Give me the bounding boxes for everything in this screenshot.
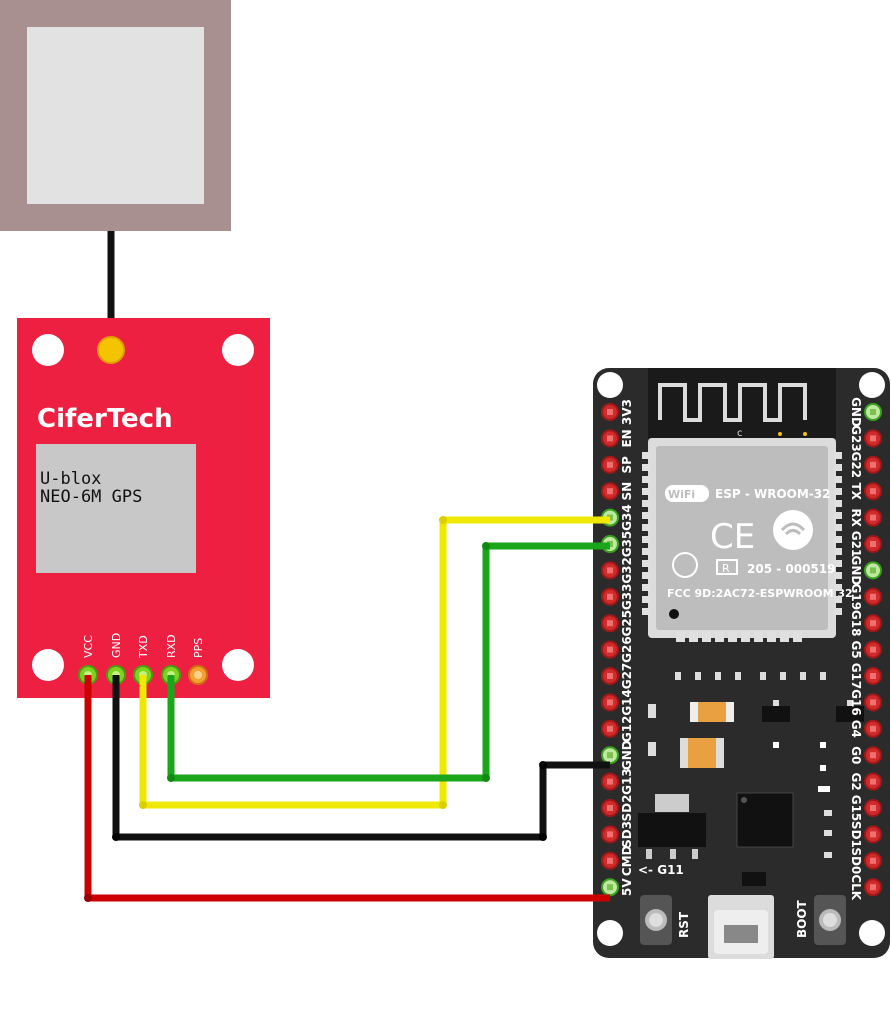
esp32-pin-label: GND — [849, 555, 863, 585]
gps-pin-label: RXD — [165, 634, 178, 658]
esp32-pin-label: G32 — [620, 557, 634, 584]
gps-chip — [36, 444, 196, 573]
esp32-pin-label: GND — [620, 740, 634, 770]
gps-pin-label: GND — [110, 633, 123, 658]
esp32-pin-label: GND — [849, 397, 863, 427]
esp32-pin-label: G13 — [620, 768, 634, 795]
cert-code-label: 205 - 000519 — [747, 562, 835, 576]
esp32-pin-label: CLK — [849, 874, 863, 900]
ce-mark: CE — [710, 517, 755, 557]
gps-pin-label: VCC — [82, 635, 95, 658]
esp32-pin-label: G26 — [620, 636, 634, 663]
esp32-pin-label: CMD — [620, 845, 634, 876]
usb-uart-chip — [736, 792, 794, 848]
mount-hole — [32, 649, 64, 681]
gps-patch-antenna — [0, 0, 231, 350]
fcc-id-label: FCC 9D:2AC72-ESPWROOM 32 — [667, 587, 853, 600]
esp32-pin-label: 3V3 — [620, 399, 634, 425]
mount-hole — [222, 334, 254, 366]
gps-chip-label-line2: NEO-6M GPS — [40, 487, 142, 507]
svg-text:R: R — [722, 562, 730, 575]
boot-button[interactable] — [814, 895, 846, 945]
wires — [84, 516, 610, 902]
r-mark — [716, 559, 738, 575]
esp32-pin-label: G22 — [849, 452, 863, 479]
esp32-pin-label: G21 — [849, 531, 863, 558]
mount-hole — [859, 372, 885, 398]
esp32-pin-label: SD0 — [849, 847, 863, 874]
esp32-pin-label: RX — [849, 508, 863, 527]
esp32-pin-label: G23 — [849, 425, 863, 452]
esp32-board: c WiFi ESP - WROOM-32 CE R 205 - 000519 … — [593, 368, 890, 959]
esp32-pin-label: G2 — [849, 772, 863, 790]
wire-gnd-black — [112, 675, 610, 841]
esp32-pin-label: G33 — [620, 584, 634, 611]
esp32-pin-label: G25 — [620, 610, 634, 637]
wifi-logo — [665, 485, 709, 502]
gps-chip-label-line1: U-blox — [40, 469, 101, 489]
esp32-pin-label: EN — [620, 429, 634, 447]
esp32-pin-label: G19 — [849, 584, 863, 611]
gps-pin-label: TXD — [137, 635, 150, 659]
esp32-pin-label: SD1 — [849, 821, 863, 848]
gps-brand-label: CiferTech — [37, 404, 173, 434]
smd-components: <- G11 — [638, 672, 864, 886]
esp32-pin-label: G18 — [849, 610, 863, 637]
esp32-pin-label: SD2 — [620, 795, 634, 822]
mount-hole — [32, 334, 64, 366]
svg-text:WiFi: WiFi — [668, 488, 695, 501]
gps-pin-label: PPS — [192, 638, 205, 658]
esp32-pin-label: G12 — [620, 716, 634, 743]
wire-vcc-red — [84, 675, 610, 902]
esp32-pin-label: G0 — [849, 746, 863, 764]
boot-label: BOOT — [795, 899, 809, 938]
esp32-pin-label: TX — [849, 482, 863, 500]
cert-icon — [672, 552, 698, 578]
g11-label: <- G11 — [638, 863, 684, 877]
esp32-pin-label: G34 — [620, 504, 634, 531]
esp32-pin-label: G15 — [849, 795, 863, 822]
esp32-pin-label: G5 — [849, 640, 863, 658]
micro-usb-port[interactable] — [708, 895, 774, 959]
capacitor — [690, 702, 734, 722]
esp32-pin-label: SN — [620, 482, 634, 501]
mount-hole — [222, 649, 254, 681]
mount-hole — [859, 920, 885, 946]
gps-module: CiferTech U-blox NEO-6M GPS VCC GND TXD RXD… — [17, 318, 270, 698]
antenna-connector — [97, 336, 125, 364]
esp32-pin-label: SD3 — [620, 821, 634, 848]
esp32-pin-label: G27 — [620, 663, 634, 690]
esp32-pin-label: G14 — [620, 689, 634, 716]
regulator — [655, 794, 689, 812]
esp32-pin-label: 5V — [620, 878, 634, 896]
mount-hole — [597, 920, 623, 946]
mount-hole — [597, 372, 623, 398]
regulator-body — [638, 813, 706, 847]
pcb-antenna-trace — [658, 383, 807, 422]
transistor — [836, 706, 864, 722]
esp32-pin-label: SP — [620, 456, 634, 474]
rst-label: RST — [677, 911, 691, 938]
esp32-pin-label: G17 — [849, 663, 863, 690]
esp32-pin-label: G16 — [849, 689, 863, 716]
module-name-label: ESP - WROOM-32 — [715, 487, 830, 501]
transistor — [762, 706, 790, 722]
rst-button[interactable] — [640, 895, 672, 945]
esp32-pin-label: G4 — [849, 720, 863, 738]
esp32-pin-label: G35 — [620, 531, 634, 558]
antenna-mark: c — [737, 428, 743, 439]
